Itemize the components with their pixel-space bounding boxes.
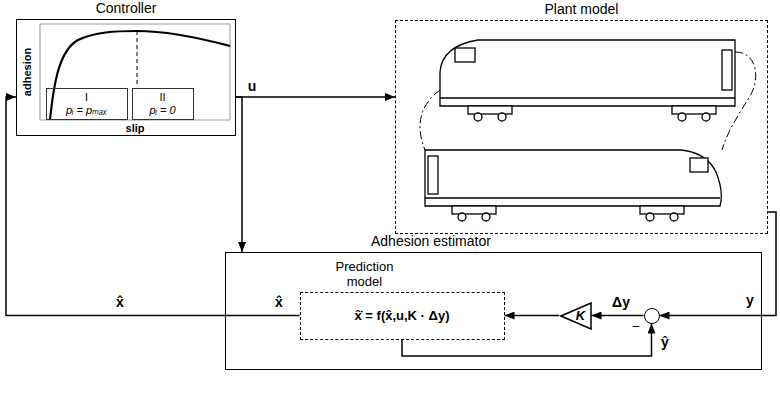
signal-arrow: [660, 212, 777, 316]
region-box: Ipᵢ = pₘₐₓ: [46, 88, 128, 120]
signal-arrow: [236, 96, 395, 98]
node-text: x̂̇ = f(x̂,u,K · Δy): [355, 308, 450, 324]
signal-label: x̂: [114, 294, 126, 310]
prediction-box: Prediction modelx̂̇ = f(x̂,u,K · Δy): [300, 292, 505, 340]
estimator-box: Adhesion estimatorPrediction modelx̂̇ = …: [225, 252, 762, 370]
node-title: Adhesion estimator: [371, 233, 491, 250]
node-title: K: [566, 308, 585, 324]
region-box: IIpᵢ = 0: [132, 88, 194, 120]
signal-label: x̂: [273, 294, 285, 310]
signal-arrow: [402, 324, 652, 357]
node-text: pᵢ = 0: [149, 104, 175, 117]
plot-frame: [40, 24, 230, 120]
node-title: I: [85, 91, 88, 104]
peak-line: [137, 31, 138, 86]
signal-label: Δy: [610, 294, 632, 310]
signal-arrow: [592, 315, 644, 317]
node-title: Prediction model: [327, 259, 403, 289]
adhesion-curve: [50, 31, 230, 120]
signal-arrow: [6, 97, 300, 316]
signal-label: y: [744, 292, 756, 308]
node-title: −: [632, 319, 640, 333]
axis-label: adhesion: [21, 46, 34, 98]
signal-arrow: [236, 97, 242, 252]
triangle-outline: [560, 302, 592, 330]
controller-box: ControllerIpᵢ = pₘₐₓIIpᵢ = 0: [16, 19, 236, 136]
node-text: pᵢ = pₘₐₓ: [66, 104, 107, 117]
node-title: Controller: [17, 0, 235, 17]
axis-label: slip: [124, 122, 147, 135]
signal-label: ŷ: [659, 334, 671, 350]
gain-triangle: K: [560, 302, 592, 330]
plant-box: Plant model: [395, 20, 768, 234]
train-car: [425, 150, 721, 221]
train-car: [440, 40, 735, 121]
node-title: II: [159, 91, 165, 104]
track-path: [722, 52, 756, 150]
node-title: Plant model: [396, 1, 767, 18]
signal-label: u: [246, 78, 259, 94]
sum-junction: −: [644, 308, 660, 324]
track-path: [420, 90, 440, 150]
signal-arrow: [505, 315, 560, 317]
